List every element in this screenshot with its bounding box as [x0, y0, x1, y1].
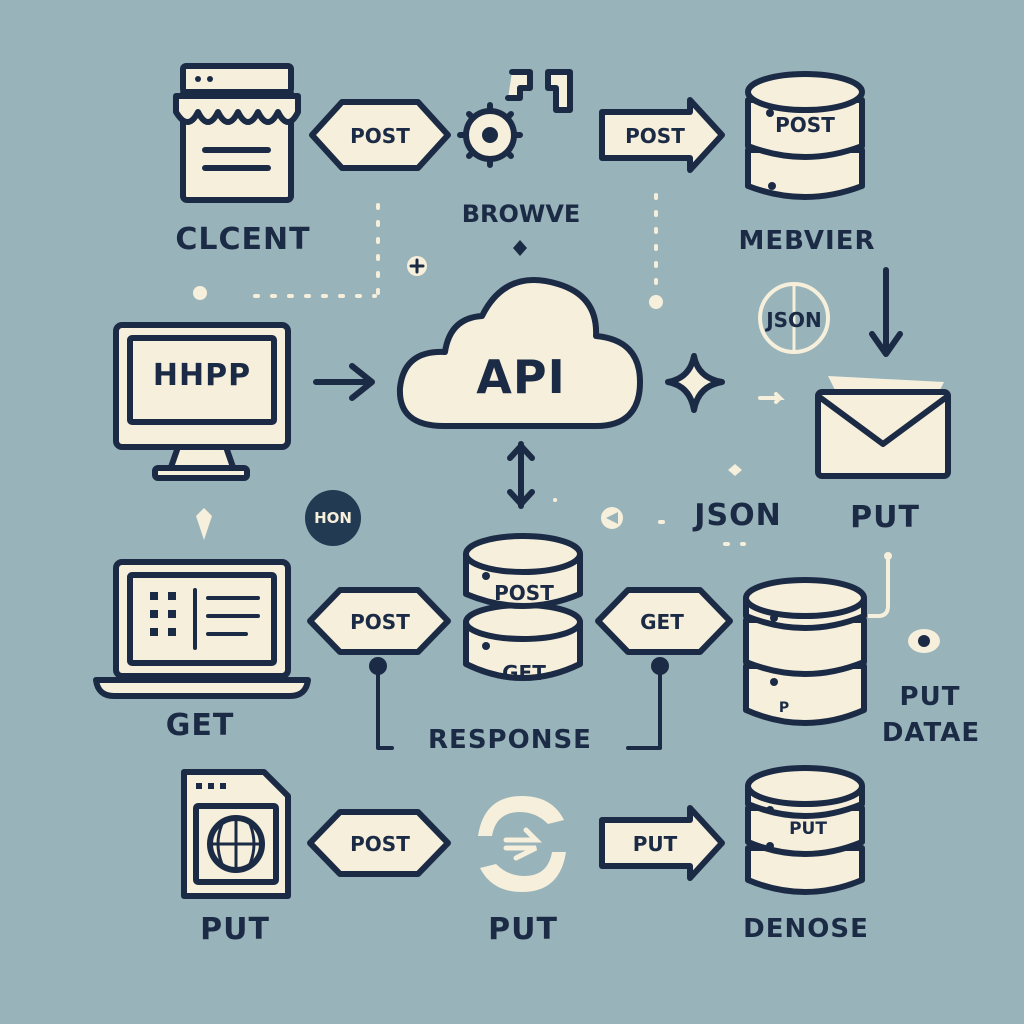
client-label: CLCENT — [175, 222, 311, 257]
right-db-label-line1: PUT — [899, 682, 961, 712]
cloud-icon — [396, 277, 643, 429]
envelope-icon — [815, 376, 951, 479]
json-icon-label: JSON — [766, 308, 822, 332]
db-label: PUT — [789, 819, 827, 839]
globe-icon — [758, 282, 830, 354]
arrow-put-row4-right: PUT — [599, 805, 725, 881]
refresh-label: PUT — [488, 912, 558, 947]
api-label: API — [476, 350, 566, 404]
response-label: RESPONSE — [428, 725, 592, 755]
db-top-label: POST — [494, 581, 554, 605]
arrow-post-row4-left: POST — [307, 809, 451, 877]
arrow-down-icon — [869, 267, 903, 357]
database-icon: PUT — [745, 765, 865, 895]
document-globe-icon — [181, 769, 291, 899]
arrow-to-api — [313, 363, 375, 401]
laptop-label: GET — [165, 708, 235, 743]
connector-line — [868, 556, 890, 618]
sparkle-icon — [665, 353, 725, 413]
monitor-icon — [113, 322, 291, 481]
right-db-label-line2: DATAE — [881, 718, 981, 748]
db-label: POST — [775, 113, 835, 137]
json-label: JSON — [694, 498, 782, 533]
arrow-label: POST — [350, 124, 410, 148]
database-icon: P — [743, 577, 867, 726]
gear-icon — [457, 69, 573, 168]
database-icon: POST — [745, 71, 865, 200]
database-icon: POST GET — [463, 533, 583, 685]
arrow-post-row1-right: POST — [599, 97, 725, 173]
arrow-get-row3-right: GET — [595, 587, 733, 655]
arrow-label: GET — [640, 610, 684, 634]
arrow-label: POST — [350, 832, 410, 856]
browser-label: BROWVE — [461, 200, 581, 228]
hon-badge: HON — [305, 490, 361, 546]
eye-icon — [908, 629, 940, 653]
arrow-label: PUT — [633, 832, 678, 856]
arrow-label: POST — [625, 124, 685, 148]
dotted-connectors — [193, 193, 785, 546]
email-label: PUT — [850, 500, 920, 535]
laptop-icon — [93, 559, 311, 699]
server-label: MEBVIER — [738, 226, 876, 256]
storefront-icon — [173, 63, 301, 203]
arrow-post-row3-left: POST — [307, 587, 451, 655]
arrow-post-row1-left: POST — [309, 99, 451, 171]
db-small-label: P — [779, 700, 789, 716]
refresh-icon — [478, 796, 566, 892]
pin-icon — [196, 508, 212, 540]
db-bottom-label: GET — [502, 661, 546, 685]
document-label: PUT — [200, 912, 270, 947]
monitor-screen-text: HHPP — [152, 358, 252, 393]
arrow-updown-icon — [507, 441, 535, 509]
arrow-label: POST — [350, 610, 410, 634]
response-bracket — [369, 657, 669, 750]
bottom-db-label: DENOSE — [743, 914, 869, 944]
